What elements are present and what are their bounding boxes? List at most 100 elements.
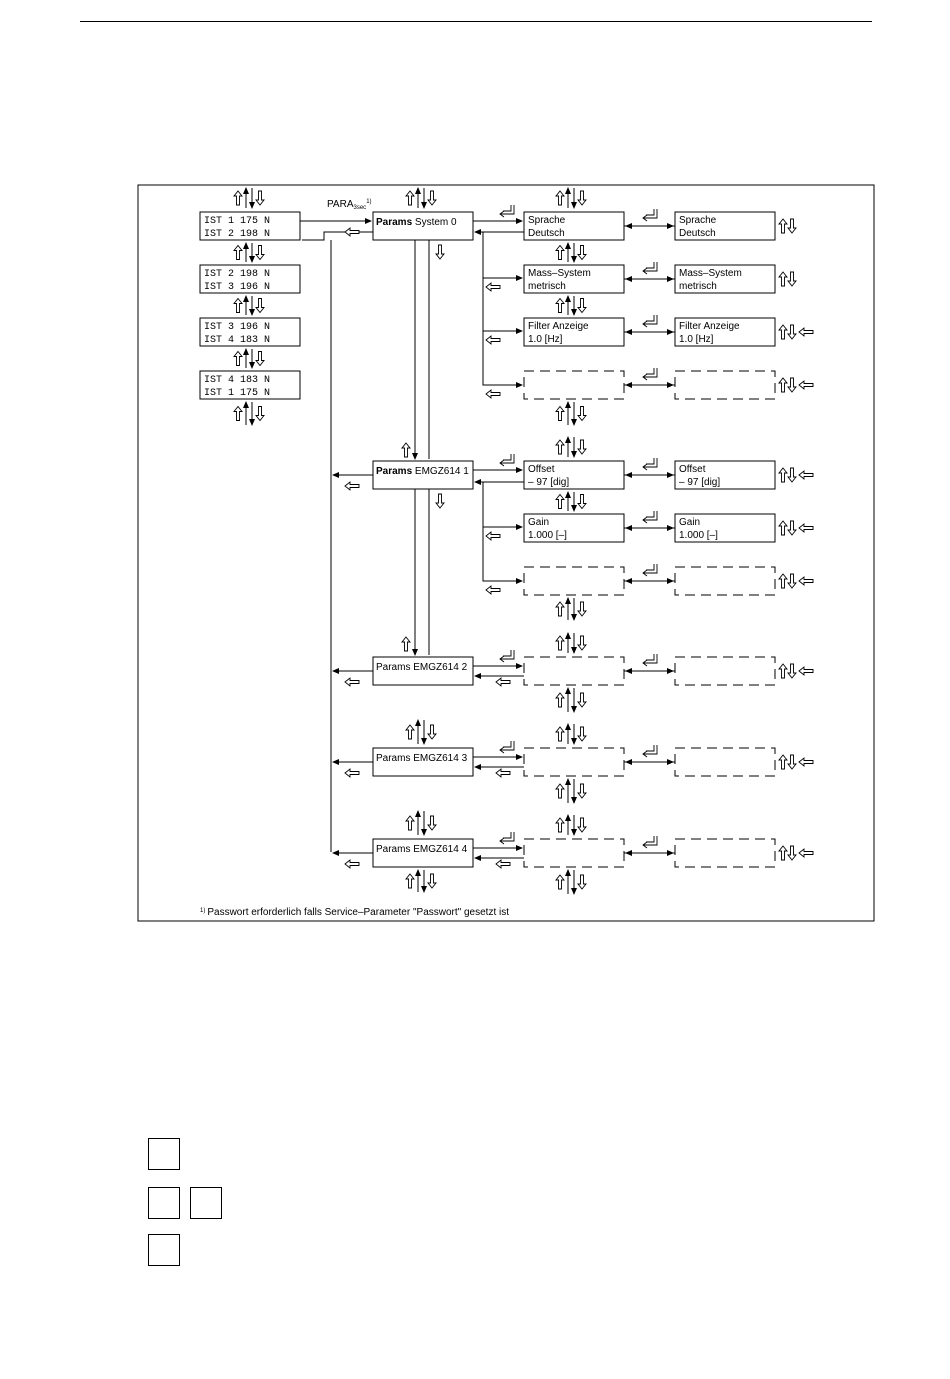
down-key-icon xyxy=(255,351,265,367)
params-box-1 xyxy=(372,460,474,490)
down-key-icon xyxy=(255,298,265,314)
ist-line-2: IST 3 196 N xyxy=(204,282,270,293)
filter-anzeige-edit-line2: 1.0 [Hz] xyxy=(679,334,714,345)
up-key-icon xyxy=(778,520,788,536)
down-key-icon xyxy=(577,298,587,314)
mass-system-line2: metrisch xyxy=(528,281,566,292)
hollow-arrow-left-icon xyxy=(495,677,511,687)
mass-system-display xyxy=(523,264,625,294)
gain-edit xyxy=(674,513,776,543)
enter-key-icon xyxy=(642,654,658,667)
offset-line1: Offset xyxy=(528,464,555,475)
key-symbol-box-1 xyxy=(148,1138,180,1170)
params-label-4: Params EMGZ614 4 xyxy=(376,844,468,855)
hollow-arrow-up-icon xyxy=(401,636,411,652)
up-key-icon xyxy=(555,635,565,651)
enter-key-icon xyxy=(499,454,515,467)
sys-branch xyxy=(482,231,524,386)
ist-line-2: IST 1 175 N xyxy=(204,388,270,399)
up-key-icon xyxy=(778,467,788,483)
sprache-edit xyxy=(674,211,776,241)
hollow-arrow-left-icon xyxy=(485,389,501,399)
ist-line-1: IST 4 183 N xyxy=(204,375,270,386)
sprache-edit-line1: Sprache xyxy=(679,215,717,226)
enter-key-icon xyxy=(642,836,658,849)
up-key-icon xyxy=(405,815,415,831)
up-key-icon xyxy=(778,271,788,287)
emgz4-sub-edit xyxy=(674,838,776,868)
down-key-icon xyxy=(787,573,797,589)
enter-key-icon xyxy=(642,745,658,758)
down-key-icon xyxy=(255,190,265,206)
up-key-icon xyxy=(233,244,243,260)
down-key-icon xyxy=(577,726,587,742)
params-box-3 xyxy=(372,747,474,777)
params-label-3: Params EMGZ614 3 xyxy=(376,753,468,764)
enter-key-icon xyxy=(642,262,658,275)
filter-anzeige-edit xyxy=(674,317,776,347)
down-key-icon xyxy=(577,874,587,890)
ist-line-1: IST 3 196 N xyxy=(204,322,270,333)
hollow-arrow-left-icon xyxy=(344,859,360,869)
hollow-arrow-left-icon xyxy=(798,470,814,480)
down-key-icon xyxy=(577,245,587,261)
down-key-icon xyxy=(577,190,587,206)
connector-lines xyxy=(243,187,675,895)
up-key-icon xyxy=(555,726,565,742)
gain-edit-line2: 1.000 [–] xyxy=(679,530,718,541)
hollow-arrow-left-icon xyxy=(798,757,814,767)
sprache-line2: Deutsch xyxy=(528,228,565,239)
up-key-icon xyxy=(555,783,565,799)
down-key-icon xyxy=(787,663,797,679)
up-key-icon xyxy=(405,873,415,889)
params-box-0 xyxy=(372,211,474,241)
mass-system-edit-line2: metrisch xyxy=(679,281,717,292)
hollow-arrow-left-icon xyxy=(344,768,360,778)
up-key-icon xyxy=(555,817,565,833)
system-more-edit xyxy=(674,370,776,400)
params-label-2: Params EMGZ614 2 xyxy=(376,662,468,673)
up-key-icon xyxy=(555,297,565,313)
down-key-icon xyxy=(427,873,437,889)
hollow-arrow-left-icon xyxy=(485,282,501,292)
hollow-arrow-down-icon xyxy=(435,493,445,509)
diagram-frame xyxy=(137,184,875,922)
emgz3-sub-edit xyxy=(674,747,776,777)
emgz2-sub-display xyxy=(523,656,625,686)
enter-key-icon xyxy=(499,741,515,754)
down-key-icon xyxy=(255,245,265,261)
offset-edit xyxy=(674,460,776,490)
hollow-arrow-left-icon xyxy=(485,531,501,541)
enter-key-icon xyxy=(499,650,515,663)
params-label-1: Params EMGZ614 1 xyxy=(376,466,469,477)
hollow-arrow-left-icon xyxy=(485,585,501,595)
hollow-arrow-left-icon xyxy=(344,227,360,237)
hollow-arrow-left-icon xyxy=(344,677,360,687)
hollow-arrow-left-icon xyxy=(798,523,814,533)
down-key-icon xyxy=(787,271,797,287)
hollow-arrow-left-icon xyxy=(798,380,814,390)
gain-edit-line1: Gain xyxy=(679,517,700,528)
key-symbol-box-4 xyxy=(148,1234,180,1266)
up-key-icon xyxy=(555,601,565,617)
hollow-arrow-down-icon xyxy=(435,244,445,260)
down-key-icon xyxy=(577,439,587,455)
params-box-4 xyxy=(372,838,474,868)
sprache-display xyxy=(523,211,625,241)
filter-anzeige-line1: Filter Anzeige xyxy=(528,321,589,332)
gain-line2: 1.000 [–] xyxy=(528,530,567,541)
hollow-arrow-left-icon xyxy=(344,481,360,491)
params-box-2 xyxy=(372,656,474,686)
offset-line2: – 97 [dig] xyxy=(528,477,569,488)
down-key-icon xyxy=(787,467,797,483)
down-key-icon xyxy=(427,190,437,206)
hollow-arrow-up-icon xyxy=(401,442,411,458)
footnote: 1)Passwort erforderlich falls Service–Pa… xyxy=(200,907,509,918)
enter-key-icon xyxy=(499,205,515,218)
down-key-icon xyxy=(577,601,587,617)
emgz1-more-edit xyxy=(674,566,776,596)
mass-system-line1: Mass–System xyxy=(528,268,591,279)
key-symbol-box-3 xyxy=(190,1187,222,1219)
key-icons xyxy=(233,190,814,890)
